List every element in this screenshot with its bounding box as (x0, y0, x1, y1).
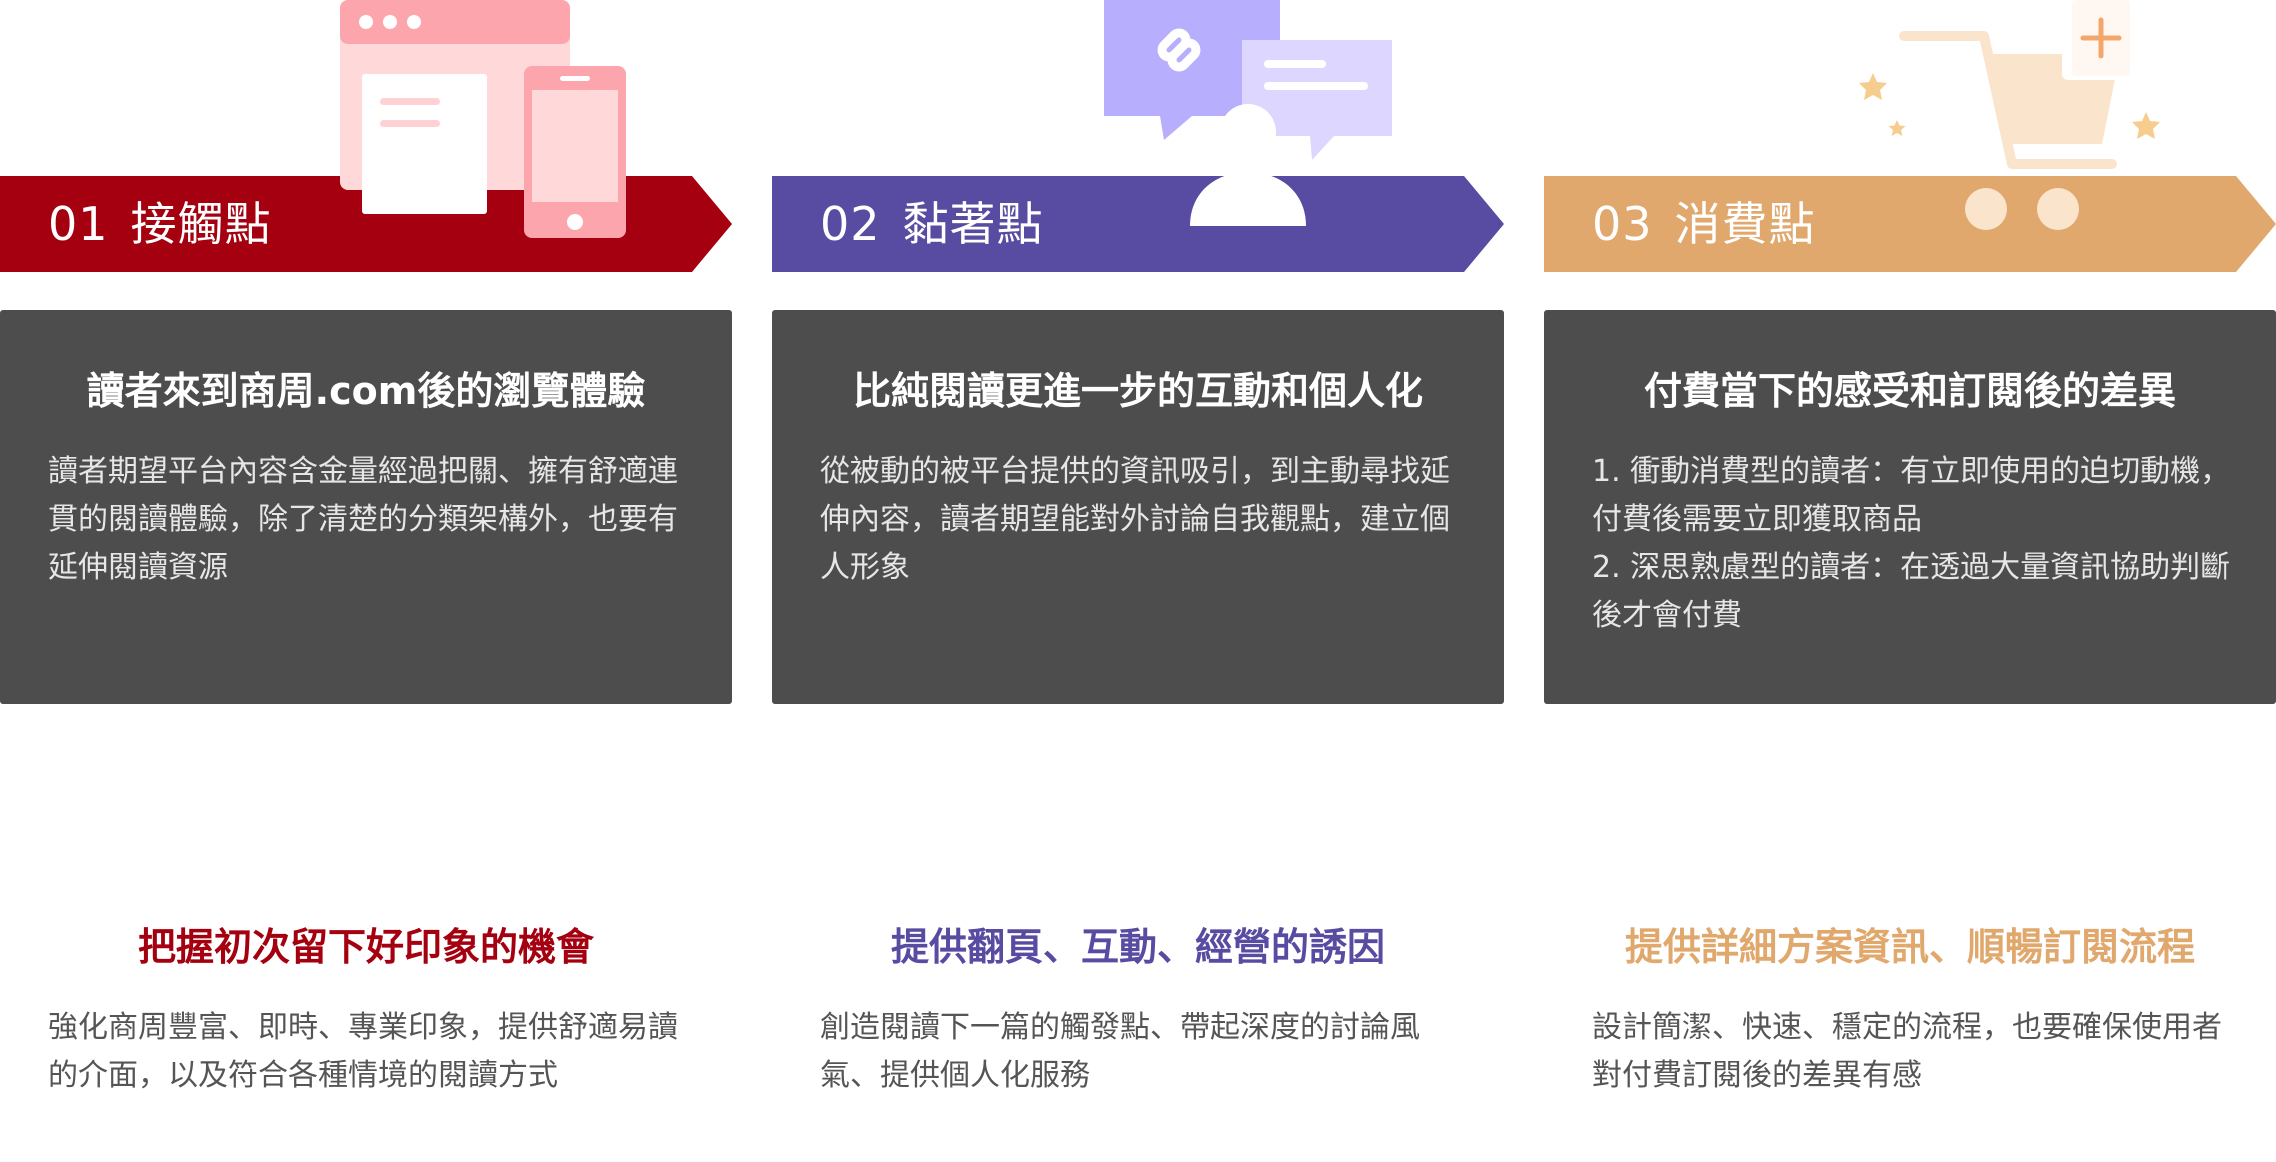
goal-body: 創造閱讀下一篇的觸發點、帶起深度的討論風氣、提供個人化服務 (820, 1010, 1420, 1093)
card-body: 讀者期望平台內容含金量經過把關、擁有舒適連貫的閱讀體驗，除了清楚的分類架構外，也… (48, 448, 696, 592)
description-card: 比純閱讀更進一步的互動和個人化 從被動的被平台提供的資訊吸引，到主動尋找延伸內容… (772, 310, 1504, 704)
step-label: 01 接觸點 (48, 176, 272, 272)
arrow-banner-shape (772, 176, 1504, 272)
step-number: 01 (48, 197, 109, 251)
goal-title: 把握初次留下好印象的機會 (137, 925, 594, 969)
step-column-consumption: 03 消費點 付費當下的感受和訂閱後的差異 1. 衝動消費型的讀者：有立即使用的迫… (1544, 0, 2276, 1162)
step-banner: 03 消費點 (1544, 176, 2276, 272)
goal-title: 提供翻頁、互動、經營的誘因 (890, 925, 1385, 969)
card-line: 讀者期望平台內容含金量經過把關、擁有舒適連貫的閱讀體驗，除了清楚的分類架構外，也… (48, 454, 678, 585)
step-name: 黏著點 (902, 197, 1044, 251)
description-card: 讀者來到商周.com後的瀏覽體驗 讀者期望平台內容含金量經過把關、擁有舒適連貫的… (0, 310, 732, 704)
card-title: 付費當下的感受和訂閱後的差異 (1643, 369, 2176, 413)
step-label: 02 黏著點 (820, 176, 1044, 272)
step-banner: 01 接觸點 (0, 176, 732, 272)
card-line: 從被動的被平台提供的資訊吸引，到主動尋找延伸內容，讀者期望能對外討論自我觀點，建… (820, 454, 1450, 585)
step-label: 03 消費點 (1592, 176, 1816, 272)
card-body: 1. 衝動消費型的讀者：有立即使用的迫切動機，付費後需要立即獲取商品 2. 深思… (1592, 448, 2240, 640)
card-body: 從被動的被平台提供的資訊吸引，到主動尋找延伸內容，讀者期望能對外討論自我觀點，建… (820, 448, 1468, 592)
card-title: 讀者來到商周.com後的瀏覽體驗 (86, 369, 646, 413)
step-name: 消費點 (1674, 197, 1816, 251)
card-line: 1. 衝動消費型的讀者：有立即使用的迫切動機，付費後需要立即獲取商品 (1592, 454, 2231, 537)
step-number: 02 (820, 197, 881, 251)
step-number: 03 (1592, 197, 1653, 251)
goal-body: 強化商周豐富、即時、專業印象，提供舒適易讀的介面，以及符合各種情境的閱讀方式 (48, 1010, 678, 1093)
goal-body: 設計簡潔、快速、穩定的流程，也要確保使用者對付費訂閱後的差異有感 (1592, 1010, 2222, 1093)
card-title: 比純閱讀更進一步的互動和個人化 (852, 369, 1423, 413)
step-column-engagement: 02 黏著點 比純閱讀更進一步的互動和個人化 從被動的被平台提供的資訊吸引，到主動… (772, 0, 1504, 1162)
step-banner: 02 黏著點 (772, 176, 1504, 272)
step-column-touchpoint: 01 接觸點 讀者來到商周.com後的瀏覽體驗 讀者期望平台內容含金量經過把關、擁… (0, 0, 732, 1162)
description-card: 付費當下的感受和訂閱後的差異 1. 衝動消費型的讀者：有立即使用的迫切動機，付費… (1544, 310, 2276, 704)
step-name: 接觸點 (130, 197, 272, 251)
card-line: 2. 深思熟慮型的讀者：在透過大量資訊協助判斷後才會付費 (1592, 550, 2231, 633)
goal-title: 提供詳細方案資訊、順暢訂閱流程 (1624, 925, 2195, 969)
arrow-banner-shape (1544, 176, 2276, 272)
